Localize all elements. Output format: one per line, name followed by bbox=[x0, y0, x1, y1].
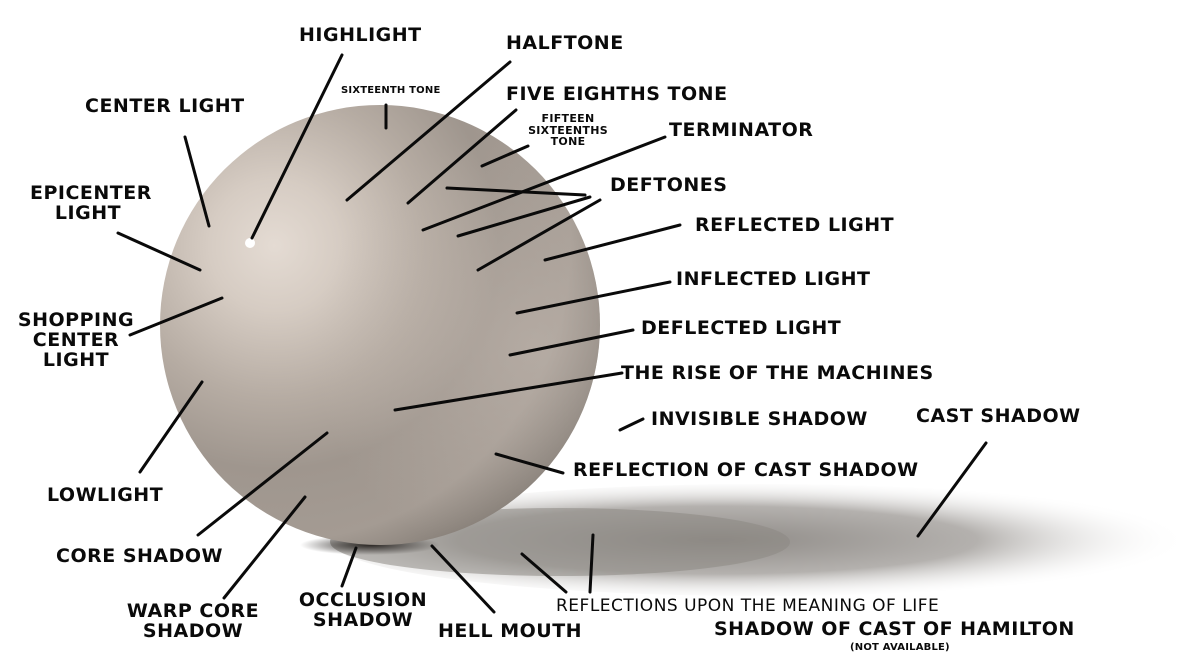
label-shopping-line-1: SHOPPING bbox=[17, 309, 135, 331]
leader-fifteen-sixteenths-tone bbox=[480, 144, 530, 168]
label-fifteen-sixteenths-line-2: SIXTEENTHS bbox=[528, 123, 608, 137]
label-halftone: HALFTONE bbox=[506, 32, 624, 54]
leader-deftones-2 bbox=[456, 195, 592, 238]
leader-rise-of-the-machines bbox=[393, 371, 624, 412]
leader-deftones-1 bbox=[445, 186, 587, 197]
leader-shopping-center-light bbox=[128, 296, 224, 337]
leader-center-light bbox=[183, 135, 211, 228]
leader-highlight bbox=[250, 53, 344, 240]
label-highlight: HIGHLIGHT bbox=[299, 24, 422, 46]
leader-reflections-1 bbox=[520, 552, 568, 594]
label-terminator: TERMINATOR bbox=[669, 119, 814, 141]
leader-lines bbox=[116, 53, 988, 614]
label-lowlight: LOWLIGHT bbox=[47, 484, 164, 506]
leader-reflection-of-cast-shadow bbox=[494, 452, 565, 475]
leader-core-shadow bbox=[196, 431, 329, 537]
label-shadow-of-cast-of-hamilton: SHADOW OF CAST OF HAMILTON bbox=[714, 618, 1075, 640]
label-epicenter-light: EPICENTER LIGHT bbox=[30, 182, 152, 224]
leader-epicenter-light bbox=[116, 231, 202, 272]
leader-deflected-light bbox=[508, 328, 635, 357]
label-fifteen-sixteenths-line-1: FIFTEEN bbox=[541, 112, 595, 125]
sphere-reflected-light bbox=[160, 105, 600, 545]
leader-warp-core-shadow bbox=[222, 495, 307, 600]
leader-invisible-shadow bbox=[618, 417, 645, 432]
label-occlusion-line-1: OCCLUSION bbox=[298, 589, 428, 611]
label-fifteen-sixteenths-line-3: TONE bbox=[550, 135, 586, 149]
label-shopping-center-light: SHOPPING CENTER LIGHT bbox=[12, 309, 140, 371]
label-invisible-shadow: INVISIBLE SHADOW bbox=[651, 408, 868, 430]
label-hell-mouth: HELL MOUTH bbox=[438, 620, 583, 642]
label-deflected-light: DEFLECTED LIGHT bbox=[641, 317, 842, 339]
label-cast-shadow: CAST SHADOW bbox=[916, 405, 1081, 427]
label-inflected-light: INFLECTED LIGHT bbox=[676, 268, 871, 290]
label-fifteen-sixteenths-tone: FIFTEEN SIXTEENTHS TONE bbox=[518, 113, 618, 148]
leader-lowlight bbox=[138, 380, 204, 474]
label-shopping-line-3: LIGHT bbox=[42, 348, 110, 371]
label-not-available: (NOT AVAILABLE) bbox=[850, 642, 950, 653]
label-five-eighths-tone: FIVE EIGHTHS TONE bbox=[506, 83, 728, 105]
label-epicenter-line-2: LIGHT bbox=[54, 201, 122, 224]
label-occlusion-line-2: SHADOW bbox=[312, 608, 414, 631]
label-warp-core-line-1: WARP CORE bbox=[126, 600, 260, 622]
leader-cast-shadow bbox=[916, 441, 988, 538]
leader-reflected-light bbox=[543, 223, 682, 262]
label-reflection-of-cast-shadow: REFLECTION OF CAST SHADOW bbox=[573, 459, 919, 481]
leader-deftones-3 bbox=[476, 198, 602, 272]
leader-occlusion-shadow bbox=[340, 546, 358, 588]
label-core-shadow: CORE SHADOW bbox=[56, 545, 223, 567]
label-reflections-upon-meaning-of-life: REFLECTIONS UPON THE MEANING OF LIFE bbox=[556, 596, 940, 616]
label-warp-core-line-2: SHADOW bbox=[142, 619, 244, 642]
label-shopping-line-2: CENTER bbox=[32, 328, 120, 351]
leader-halftone bbox=[345, 60, 512, 202]
label-deftones: DEFTONES bbox=[610, 174, 728, 196]
leader-inflected-light bbox=[515, 280, 672, 315]
leader-terminator bbox=[421, 135, 667, 232]
highlight-spot bbox=[245, 238, 255, 248]
leader-reflections-2 bbox=[588, 533, 595, 594]
label-center-light: CENTER LIGHT bbox=[85, 95, 245, 117]
label-sixteenth-tone: SIXTEENTH TONE bbox=[341, 85, 441, 96]
leader-five-eighths-tone bbox=[406, 108, 518, 205]
label-epicenter-line-1: EPICENTER bbox=[30, 182, 152, 204]
label-occlusion-shadow: OCCLUSION SHADOW bbox=[285, 589, 441, 631]
label-warp-core-shadow: WARP CORE SHADOW bbox=[118, 600, 268, 642]
label-rise-of-the-machines: THE RISE OF THE MACHINES bbox=[621, 362, 934, 384]
leader-hell-mouth bbox=[430, 544, 496, 614]
label-reflected-light: REFLECTED LIGHT bbox=[695, 214, 895, 236]
